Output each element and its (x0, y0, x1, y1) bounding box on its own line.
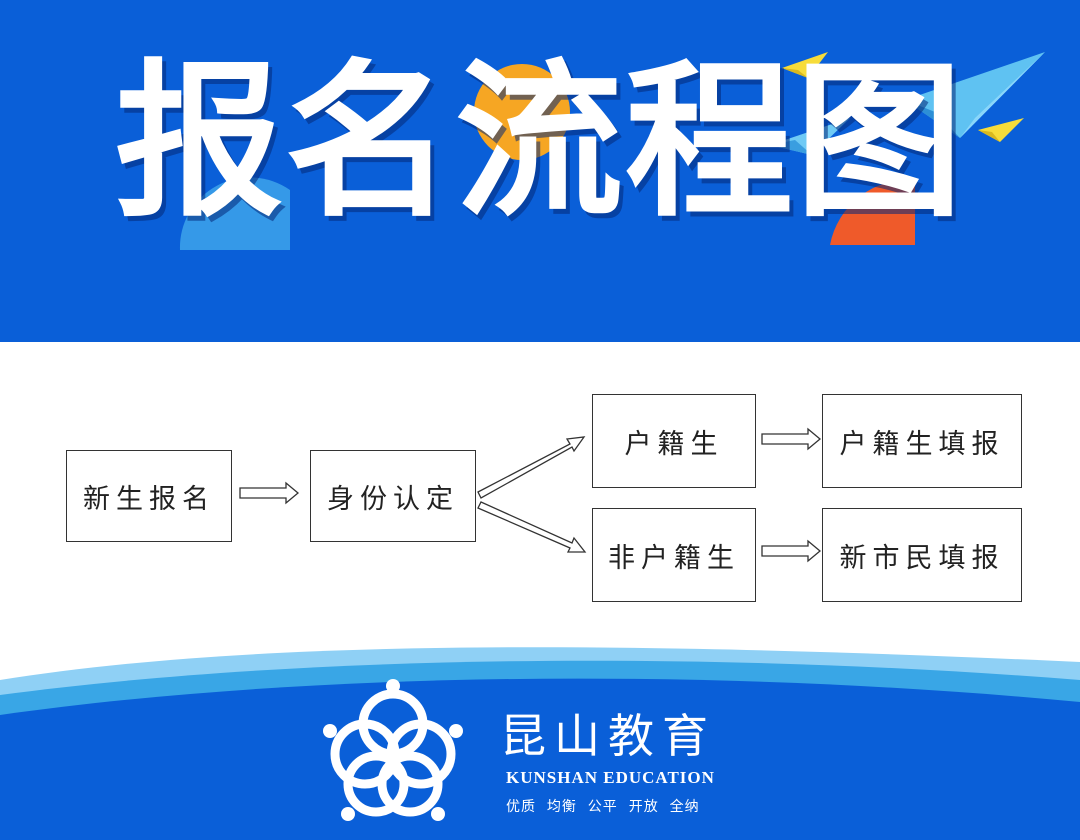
paper-plane-yellow-icon (782, 52, 828, 78)
kunshan-education-logo-icon (323, 679, 463, 821)
node-local-report: 户籍生填报 (822, 394, 1022, 488)
blue-circle-shape (179, 177, 290, 250)
footer-wave (0, 647, 1080, 840)
node-nonlocal-household: 非户籍生 (592, 508, 756, 602)
footer-banner (0, 640, 1080, 840)
node-new-citizen-report: 新市民填报 (822, 508, 1022, 602)
paper-plane-small-blue-icon (770, 118, 850, 155)
arrow-identity-to-nonlocal (477, 501, 587, 553)
node-local-household: 户籍生 (592, 394, 756, 488)
paper-plane-large-icon (905, 52, 1045, 138)
arrow-local-to-report (761, 427, 822, 451)
flowchart-connectors (239, 427, 822, 563)
banner-decoration (179, 52, 1045, 250)
node-new-student-registration: 新生报名 (66, 450, 232, 542)
paper-plane-yellow-small-icon (978, 118, 1024, 142)
node-identity-verification: 身份认定 (310, 450, 476, 542)
brand-name-english: KUNSHAN EDUCATION (506, 768, 715, 787)
orange-circle-shape (474, 64, 570, 160)
arrow-nonlocal-to-report (761, 539, 822, 563)
brand-slogan: 优质 均衡 公平 开放 全纳 (506, 799, 700, 815)
arrow-start-to-identity (239, 481, 300, 505)
page-title: 报名流程图 (115, 44, 965, 240)
red-circle-shape (830, 179, 915, 245)
brand-name-chinese: 昆山教育 (500, 709, 716, 763)
flowchart: 新生报名 身份认定 户籍生 非户籍生 户籍生填报 新市民填报 (0, 342, 1080, 662)
arrow-identity-to-local (477, 436, 586, 499)
header-banner: 报名流程图 (0, 0, 1080, 342)
